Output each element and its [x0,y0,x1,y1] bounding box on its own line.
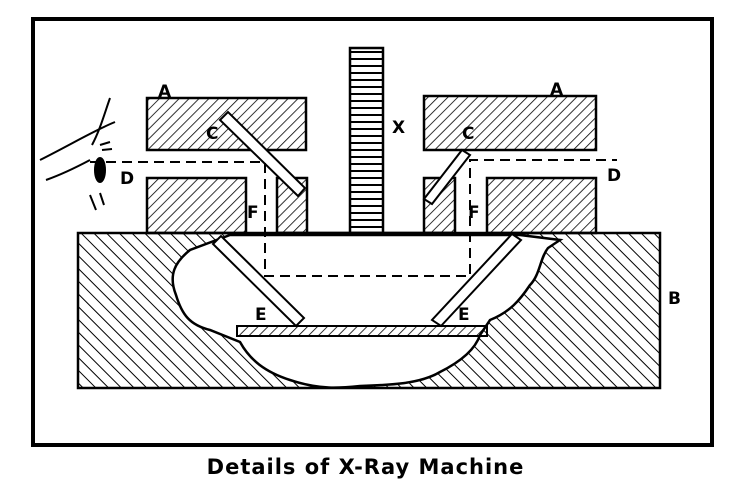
eye-icon [39,97,116,211]
x-ray-tube [348,46,385,235]
label-b: B [668,289,681,309]
mirror-e-left [211,234,306,328]
label-a-right: A [550,80,564,100]
label-f-right: F [468,203,480,223]
top-block-right-a [422,94,598,152]
top-block-left-a [145,96,308,152]
light-path-d [90,159,617,277]
label-e-left: E [255,305,267,325]
figure-caption: Details of X-Ray Machine [206,455,525,479]
mirror-e-right [430,232,523,328]
label-c-left: C [206,124,218,144]
label-d-right: D [607,166,621,186]
bottom-plate [236,325,488,337]
label-f-left: F [247,203,259,223]
label-c-right: C [462,124,474,144]
label-d-left: D [120,169,134,189]
label-a-left: A [158,82,172,102]
label-e-right: E [458,305,470,325]
mirror-c-right [422,148,472,206]
label-x: X [392,118,405,138]
lower-block-right [485,176,598,235]
frame-border [31,17,714,447]
lower-block-left [145,176,248,235]
mirror-c-left [218,110,307,198]
base-block-b [76,231,662,390]
